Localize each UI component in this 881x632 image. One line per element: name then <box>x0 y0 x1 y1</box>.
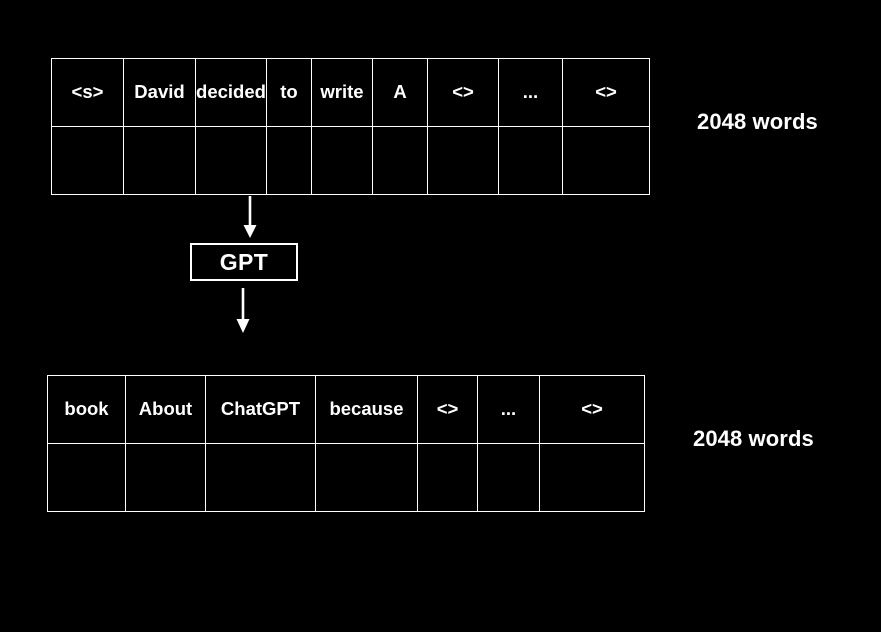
token-cell-placeholder: <> <box>427 58 499 127</box>
token-cell-empty <box>427 126 499 195</box>
input-sequence-length-label: 2048 words <box>697 109 818 134</box>
token-cell-ellipsis: ... <box>477 375 540 444</box>
token-cell-placeholder: <> <box>539 375 645 444</box>
token-cell-empty <box>123 126 196 195</box>
gpt-model-box[interactable]: GPT <box>190 243 298 281</box>
token-cell-word: decided <box>195 58 267 127</box>
token-cell-placeholder: <> <box>417 375 478 444</box>
token-cell-word: About <box>125 375 206 444</box>
token-cell-word: David <box>123 58 196 127</box>
output-empty-row <box>47 443 645 512</box>
token-cell-empty <box>417 443 478 512</box>
output-sequence-length-label: 2048 words <box>693 426 814 451</box>
token-cell-word: ChatGPT <box>205 375 316 444</box>
token-cell-empty <box>205 443 316 512</box>
token-cell-empty <box>372 126 428 195</box>
token-cell-placeholder: <> <box>562 58 650 127</box>
token-cell-word: to <box>266 58 312 127</box>
arrow-model-to-output-icon <box>236 288 250 333</box>
token-cell-empty <box>477 443 540 512</box>
token-cell-empty <box>562 126 650 195</box>
arrow-input-to-model-icon <box>243 196 257 238</box>
token-cell-empty <box>47 443 126 512</box>
gpt-model-label: GPT <box>219 248 269 275</box>
token-cell-empty <box>315 443 418 512</box>
token-cell-empty <box>195 126 267 195</box>
token-cell-word: write <box>311 58 373 127</box>
token-cell-empty <box>51 126 124 195</box>
token-cell-empty <box>498 126 563 195</box>
token-cell-ellipsis: ... <box>498 58 563 127</box>
token-cell-start-of-sequence: <s> <box>51 58 124 127</box>
token-cell-word: because <box>315 375 418 444</box>
token-cell-word: A <box>372 58 428 127</box>
token-cell-empty <box>311 126 373 195</box>
token-cell-empty <box>539 443 645 512</box>
input-empty-row <box>51 126 650 195</box>
token-cell-empty <box>266 126 312 195</box>
token-cell-empty <box>125 443 206 512</box>
token-cell-word: book <box>47 375 126 444</box>
